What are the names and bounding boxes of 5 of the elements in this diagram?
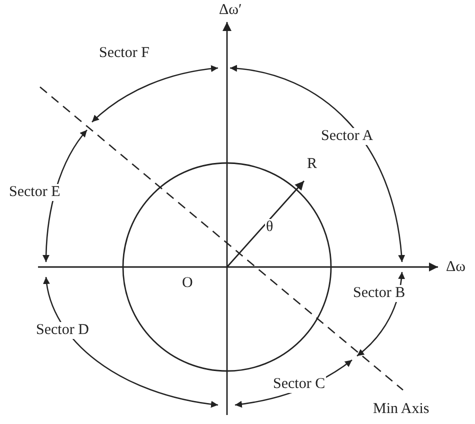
sector-label: Sector B — [352, 285, 406, 302]
sector-label: Sector A — [320, 128, 374, 145]
sector-label: Sector E — [8, 184, 62, 201]
sector-label: Sector D — [35, 322, 90, 339]
sector-label: Sector C — [272, 376, 326, 393]
